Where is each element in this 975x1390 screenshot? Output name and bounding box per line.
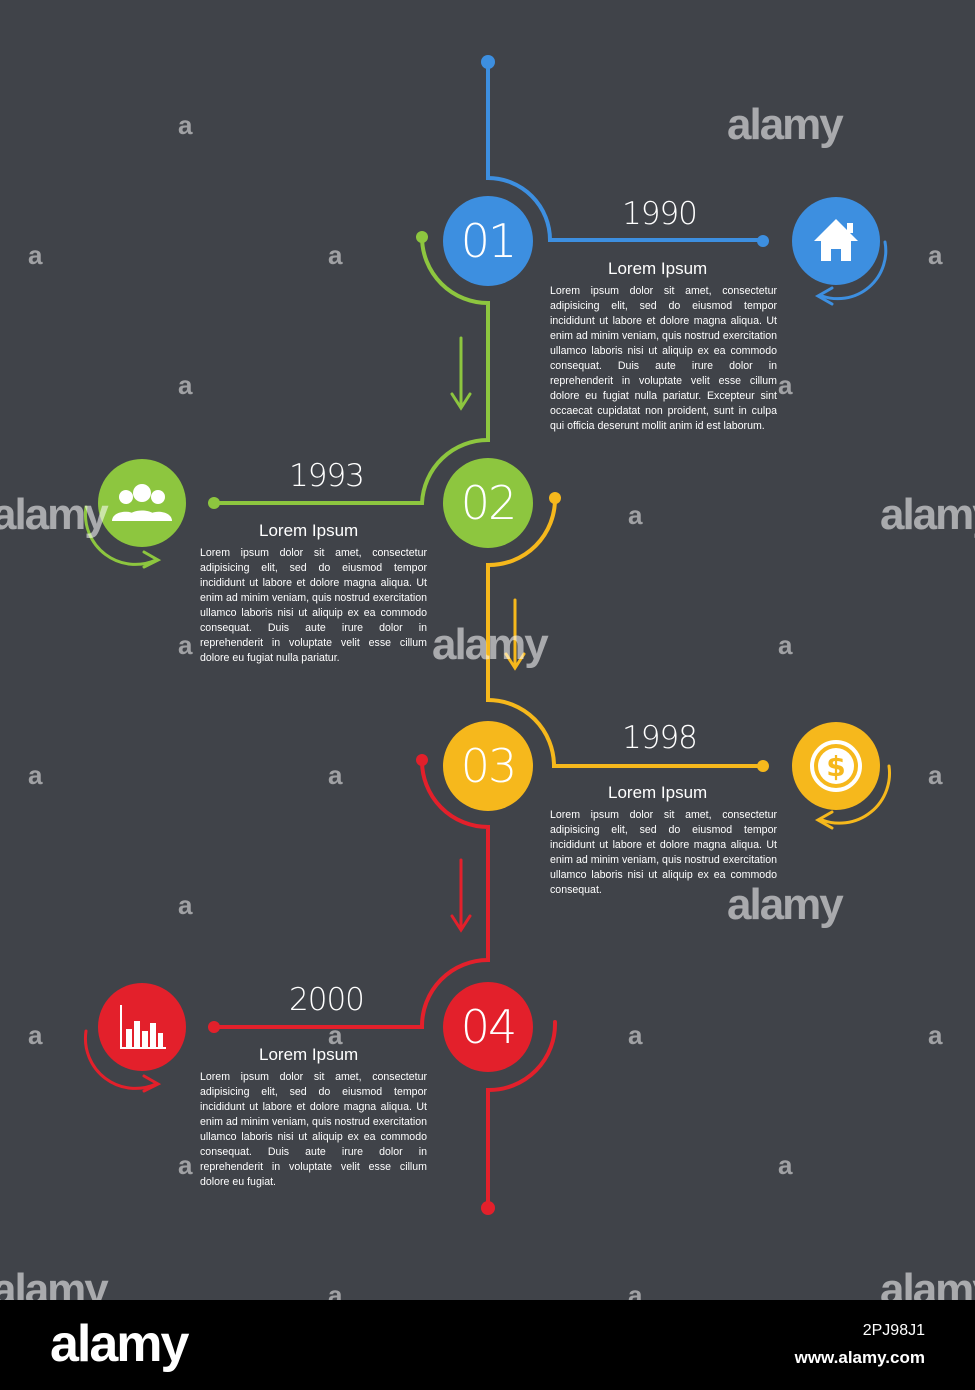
watermark-letter: a [628,500,643,530]
green-connector [212,235,490,505]
step-4-year: 2000 [289,982,365,1018]
step-4-text: Lorem ipsum dolor sit amet, consectetur … [200,1071,427,1188]
step-1-year: 1990 [622,196,698,232]
footer-url[interactable]: www.alamy.com [794,1348,925,1367]
step-2-number: 02 [443,458,533,548]
red-connector-bottom [486,1020,558,1209]
watermark-letter: a [28,240,43,270]
watermark-letter: a [178,110,193,140]
bar-chart-icon [98,983,186,1071]
watermark-letter: a [778,1150,793,1180]
red-connector [212,758,490,1029]
red-down-arrow [450,858,472,933]
watermark-letter: a [178,890,193,920]
step-1-number: 01 [443,196,533,286]
watermark: alamy [727,880,844,929]
blue-curved-arrow [820,240,888,301]
red-curved-arrow [83,1029,158,1090]
watermark: alamy [880,1265,975,1300]
step-1-text: Lorem ipsum dolor sit amet, consectetur … [550,285,777,432]
watermark: alamy [880,490,975,539]
watermark-letter: a [778,370,793,400]
timeline-lines [83,55,891,1215]
step-3-year: 1998 [622,720,698,756]
watermark-letter: a [28,760,43,790]
step-2-year: 1993 [289,458,365,494]
green-curved-arrow [83,505,158,566]
yellow-connector [486,496,765,768]
watermark-letter: a [328,1280,343,1300]
watermark-letter: a [28,1020,43,1050]
yellow-dot-start [549,492,561,504]
red-dot-bottom [481,1201,495,1215]
home-icon [792,197,880,285]
watermark-letter: a [178,370,193,400]
blue-dot-top [481,55,495,69]
watermark-letter: a [328,1020,343,1050]
watermark: alamy [0,1265,109,1300]
yellow-down-arrow [504,598,526,671]
yellow-dot-end [757,760,769,772]
watermark-letter: a [328,240,343,270]
watermark-letter: a [928,240,943,270]
watermark-letter: a [628,1020,643,1050]
green-dot-end [208,497,220,509]
yellow-curved-arrow [820,764,891,825]
step-1-heading: Lorem Ipsum [608,259,708,278]
watermark: alamy [0,490,109,539]
watermark-letter: a [628,1280,643,1300]
watermark-letter: a [928,760,943,790]
step-3-heading: Lorem Ipsum [608,783,708,802]
step-2-text: Lorem ipsum dolor sit amet, consectetur … [200,547,427,664]
watermark: alamy [727,100,844,149]
step-3-number: 03 [443,721,533,811]
footer-bar: alamy 2PJ98J1 www.alamy.com [0,1300,975,1390]
watermark-letter: a [328,760,343,790]
step-4-number: 04 [443,982,533,1072]
watermark-letter: a [178,1150,193,1180]
timeline-infographic: 01 02 03 04 $ [0,0,975,1300]
step-3-text: Lorem ipsum dolor sit amet, consectetur … [550,809,777,896]
people-icon [98,459,186,547]
step-4-heading: Lorem Ipsum [259,1045,359,1064]
watermark-letter: a [778,630,793,660]
green-dot-start [416,231,428,243]
watermark: alamy [432,620,549,669]
svg-text:$: $ [826,750,845,783]
watermark-letter: a [178,630,193,660]
green-down-arrow [450,336,472,411]
image-id: 2PJ98J1 [862,1322,925,1339]
blue-dot-end [757,235,769,247]
watermark-letter: a [928,1020,943,1050]
step-2-heading: Lorem Ipsum [259,521,359,540]
blue-connector [486,60,764,242]
dollar-icon: $ [792,722,880,810]
red-dot-mid [208,1021,220,1033]
red-dot-start [416,754,428,766]
footer-logo: alamy [50,1315,189,1373]
